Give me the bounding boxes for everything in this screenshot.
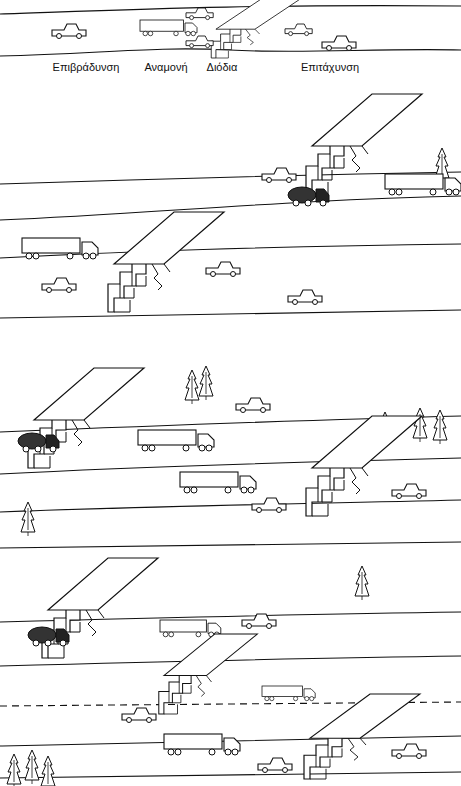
truck (164, 734, 240, 755)
tree (7, 754, 21, 786)
stage-label: Αναμονή (142, 61, 189, 74)
car (392, 744, 426, 759)
car (262, 168, 296, 183)
car (186, 8, 213, 20)
car (122, 708, 156, 723)
toll-booth (159, 634, 258, 714)
truck (385, 174, 461, 195)
toll-booth (306, 416, 422, 516)
tree (355, 566, 369, 600)
stage-label: Επιβράδυνση (51, 61, 122, 74)
road-lines (0, 416, 461, 548)
tree (413, 408, 427, 442)
car (285, 24, 312, 36)
toll-booth (304, 694, 420, 779)
car (206, 262, 240, 277)
car (288, 290, 322, 305)
road-lines (0, 612, 461, 778)
cement-truck (288, 187, 329, 206)
car (186, 36, 213, 48)
truck (22, 238, 98, 259)
truck (180, 472, 256, 493)
car (392, 484, 426, 499)
cement-truck (28, 627, 69, 646)
cement-truck (18, 433, 59, 452)
tree (433, 410, 447, 444)
tree (41, 756, 55, 786)
car (242, 614, 276, 629)
tree (21, 502, 35, 536)
car (258, 758, 292, 773)
truck (262, 686, 315, 701)
car (42, 278, 76, 293)
car (52, 24, 86, 39)
tree (25, 750, 39, 784)
road-lines (0, 172, 461, 318)
toll-booth (28, 368, 144, 468)
truck (140, 20, 197, 36)
car (322, 36, 356, 51)
toll-booth (108, 212, 224, 312)
truck (160, 620, 221, 637)
toll-booth (42, 558, 158, 658)
car (252, 498, 286, 513)
stage-label: Επιτάχυνση (299, 61, 361, 74)
truck (138, 430, 214, 451)
car (236, 398, 270, 413)
tree (199, 366, 213, 400)
tree (185, 370, 199, 404)
stage-label: Διόδια (205, 61, 240, 74)
